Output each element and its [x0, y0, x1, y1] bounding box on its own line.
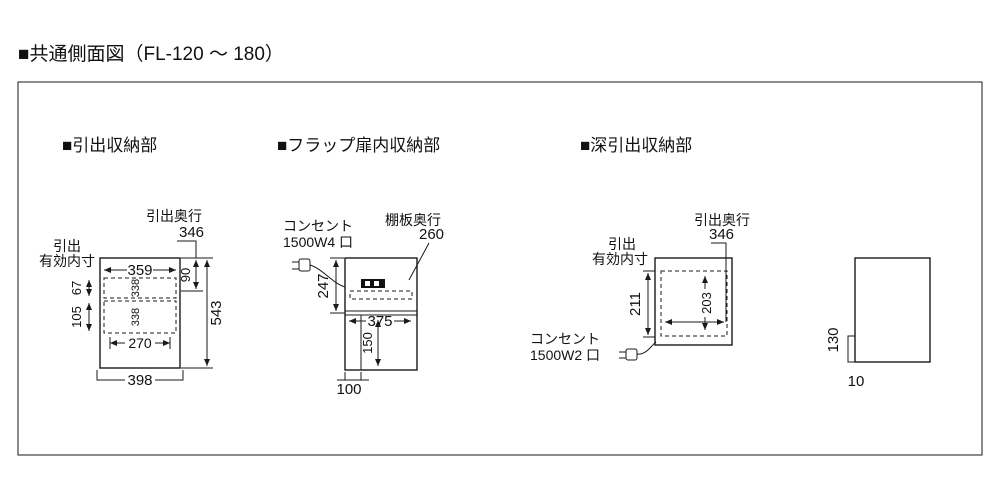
dim-67-value: 67: [69, 281, 84, 295]
dim-247-value: 247: [315, 273, 332, 298]
leader-line-260: [408, 242, 430, 281]
leader-line-346: [177, 240, 197, 258]
dim-359-value: 359: [127, 262, 152, 279]
outlet-label-2: 1500W4 口: [283, 234, 353, 250]
dim-105-value: 105: [69, 306, 84, 328]
dim-10-value: 10: [848, 373, 865, 390]
outlet-label-2: 1500W2 口: [530, 347, 600, 363]
dim-398-bracket-left: [96, 370, 125, 381]
cabinet-outline: [344, 257, 418, 371]
cabinet-outline: [99, 257, 181, 369]
panel-notch: [847, 335, 855, 363]
dim-90-value: 90: [178, 268, 193, 282]
drawer-inner-label-1: 引出: [608, 236, 636, 252]
power-cord: [309, 264, 346, 288]
shelf-depth-label: 棚板奥行: [385, 212, 441, 228]
drawer-dashed-box: [660, 270, 728, 337]
dim-100-value: 100: [336, 381, 361, 398]
outlet-socket-2: [374, 281, 379, 286]
shelf-depth-value: 260: [419, 226, 444, 243]
drawer-depth-value: 346: [179, 224, 204, 241]
outlet-label-1: コンセント: [283, 218, 353, 234]
drawer-dashed-box-upper: [103, 277, 177, 299]
dim-543-value: 543: [208, 300, 225, 325]
dim-270-value: 270: [128, 335, 152, 351]
shelf-dashed: [349, 290, 413, 300]
dim-130-value: 130: [825, 327, 842, 352]
drawer-inner-label-2: 有効内寸: [592, 251, 648, 267]
drawing-flap-storage: コンセント 1500W4 口 棚板奥行 260 375 247 150 10: [283, 212, 444, 398]
outlet-block: [361, 279, 385, 288]
dim-398-value: 398: [127, 372, 152, 389]
drawer-lower-inner-value: 338: [130, 308, 142, 326]
section-header-drawer: ■引出収納部: [62, 136, 157, 155]
section-header-deep: ■深引出収納部: [580, 136, 692, 155]
drawer-depth-value: 346: [709, 226, 734, 243]
drawer-dashed-box-lower: [103, 300, 177, 334]
power-plug-icon: [292, 258, 346, 288]
drawer-depth-label: 引出奥行: [146, 208, 202, 224]
outlet-label-1: コンセント: [530, 331, 600, 347]
drawer-inner-label-1: 引出: [53, 238, 81, 254]
outlet-socket-1: [365, 281, 370, 286]
section-header-flap: ■フラップ扉内収納部: [277, 136, 440, 155]
diagram-frame: [17, 81, 983, 456]
drawing-side-panel: 130 10: [825, 257, 931, 390]
power-cord: [636, 341, 657, 355]
dim-211-value: 211: [627, 292, 644, 316]
drawer-upper-inner-value: 338: [130, 279, 142, 297]
leader-line-346: [711, 242, 727, 322]
page-title: ■共通側面図（FL-120 ～ 180）: [18, 43, 284, 65]
panel-outline: [854, 257, 931, 363]
drawing-deep-drawer-storage: 引出 有効内寸 引出奥行 346 203 211 コンセント 1500W2 口: [530, 212, 750, 363]
drawing-drawer-storage: 引出奥行 346 引出 有効内寸 359 90 338 338 67 105 2…: [39, 208, 225, 389]
dim-398-bracket-right: [155, 370, 184, 381]
drawer-depth-label: 引出奥行: [694, 212, 750, 228]
dim-203-value: 203: [699, 292, 714, 314]
cabinet-outline: [654, 257, 733, 346]
power-plug-icon: [619, 341, 657, 361]
drawer-inner-label-2: 有効内寸: [39, 253, 95, 269]
dim-150-value: 150: [360, 332, 375, 354]
dim-375-value: 375: [367, 313, 392, 330]
